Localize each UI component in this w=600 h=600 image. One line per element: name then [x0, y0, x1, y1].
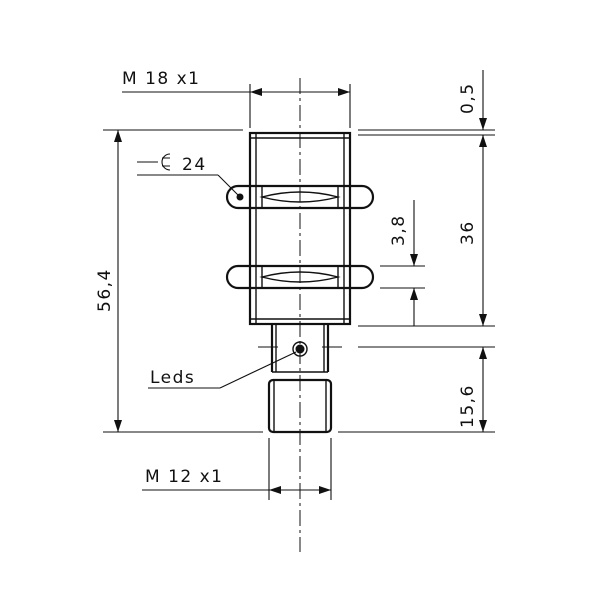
label-thread-length: 36: [458, 220, 478, 245]
dim-thread-length: 36: [458, 135, 487, 326]
label-nut: 3,8: [389, 214, 409, 246]
wrench-size-icon: [137, 153, 171, 171]
dim-total-length: 56,4: [95, 130, 122, 432]
dim-thread-main: M 18 x1: [122, 69, 350, 96]
led-indicator: [295, 344, 305, 354]
label-wrench: 24: [182, 155, 207, 175]
wrench-callout: 24: [137, 153, 244, 201]
dim-connector: 15,6: [458, 347, 487, 432]
dim-nut: 3,8: [389, 200, 418, 326]
label-thread-main: M 18 x1: [122, 69, 200, 89]
label-thread-connector: M 12 x1: [145, 467, 223, 487]
label-connector: 15,6: [458, 384, 478, 428]
sensor-barrel: [248, 131, 352, 326]
upper-nut: [225, 184, 375, 210]
lower-nut: [225, 264, 375, 290]
m12-connector: [267, 371, 333, 434]
label-leds: Leds: [150, 368, 195, 388]
extension-lines: [103, 84, 495, 500]
label-total-length: 56,4: [95, 268, 115, 312]
label-gap: 0,5: [458, 82, 478, 114]
led-neck: [270, 324, 330, 372]
dim-thread-connector: M 12 x1: [142, 467, 331, 494]
leds-callout: Leds: [148, 351, 297, 389]
